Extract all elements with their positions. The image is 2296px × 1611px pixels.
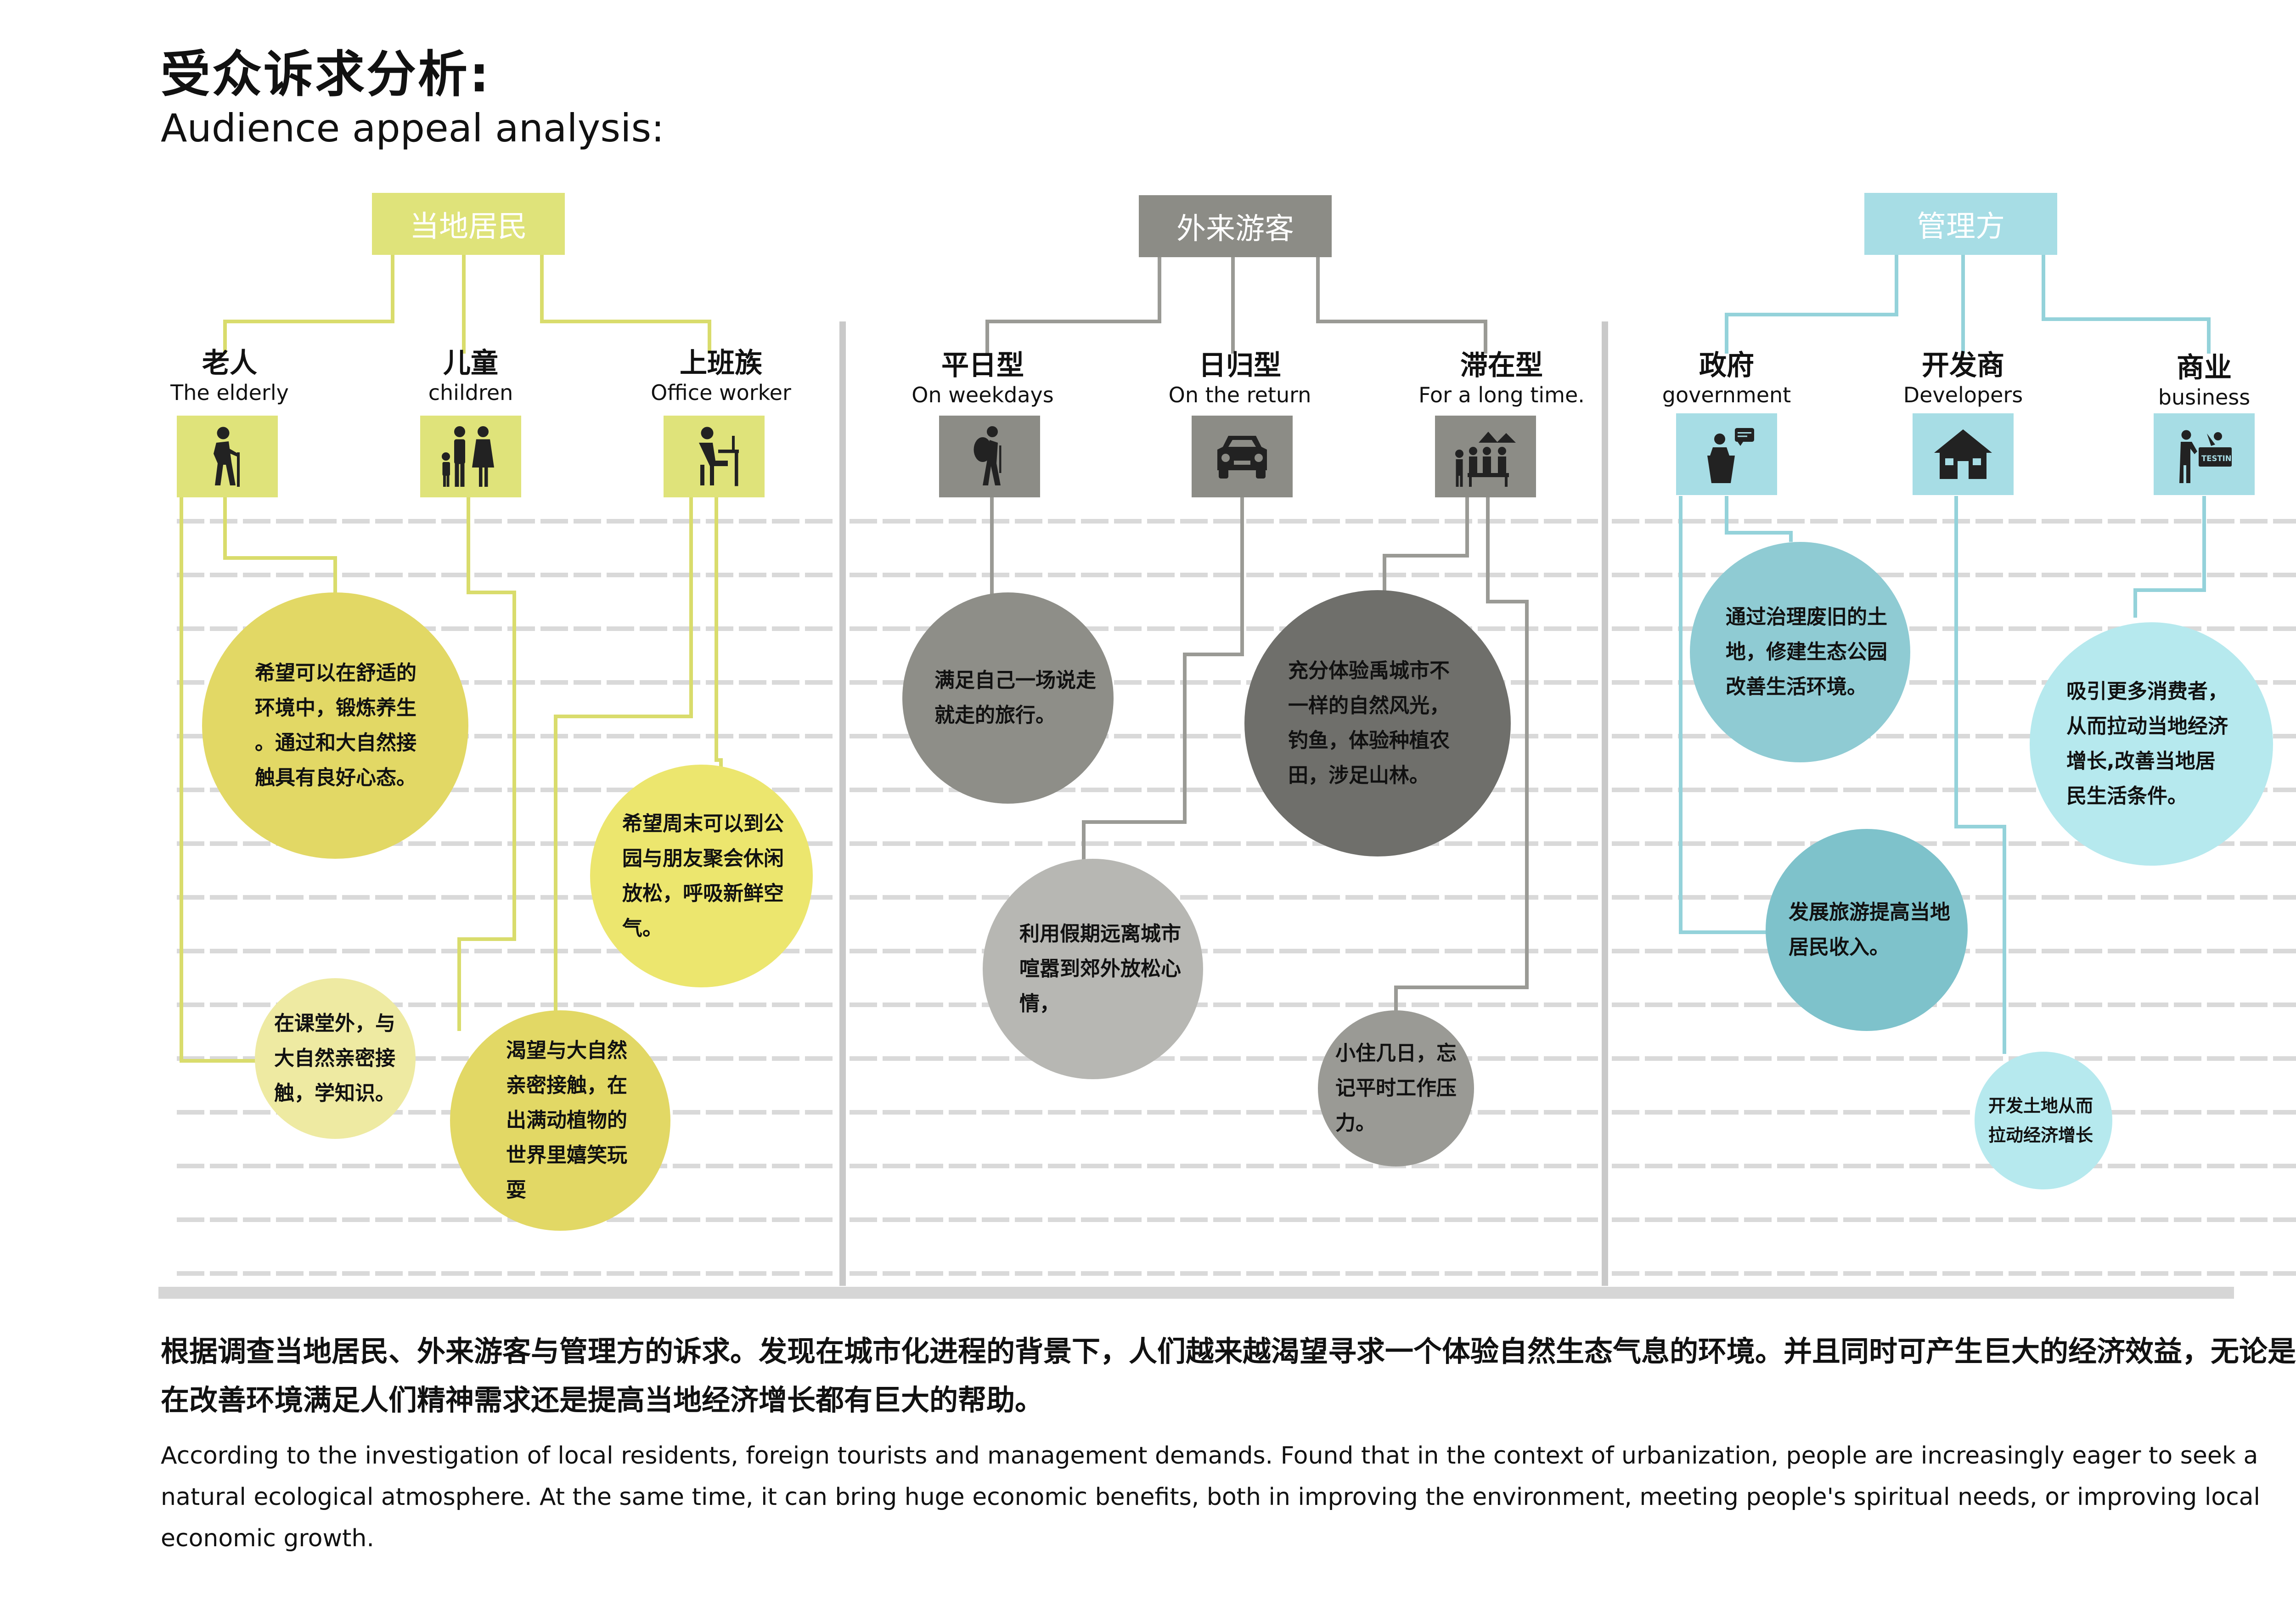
bubble-long-time-2: 小住几日，忘 记平时工作压 力。 xyxy=(1318,1010,1474,1166)
bubble-return: 利用假期远离城市 喧嚣到郊外放松心 情， xyxy=(983,859,1203,1079)
speaker-at-podium-icon xyxy=(1676,413,1777,495)
subgroup-label-cn: 滞在型 xyxy=(1460,349,1543,382)
subgroup-label-cn: 平日型 xyxy=(941,349,1024,382)
subgroup-label-en: Developers xyxy=(1903,383,2023,407)
subgroup-label-en: business xyxy=(2158,385,2251,410)
group-with-tents-icon xyxy=(1435,416,1536,497)
bubble-text: 充分体验禹城市不 一样的自然风光， 钓鱼，体验种植农 田，涉足山林。 xyxy=(1288,659,1450,787)
subgroup-label-en: Office worker xyxy=(651,380,791,405)
residents-connectors xyxy=(180,255,723,1063)
bubble-text: 在课堂外，与 大自然亲密接 触，学知识。 xyxy=(274,1012,395,1105)
subgroup-label-cn: 老人 xyxy=(202,347,257,379)
page-title-cn: 受众诉求分析: xyxy=(161,46,491,103)
subgroup-government: 政府 government xyxy=(1616,349,1837,408)
subgroup-label-en: For a long time. xyxy=(1418,383,1585,407)
subgroup-label-en: The elderly xyxy=(170,380,289,405)
summary-cn: 根据调查当地居民、外来游客与管理方的诉求。发现在城市化进程的背景下，人们越来越渴… xyxy=(161,1335,2296,1417)
bubble-developers: 发展旅游提高当地 居民收入。 xyxy=(1766,829,1968,1031)
visitors-connectors xyxy=(985,255,1529,1020)
family-with-children-icon xyxy=(420,416,521,497)
bubble-text: 利用假期远离城市 喧嚣到郊外放松心 情， xyxy=(1019,922,1181,1015)
bubble-elderly: 希望可以在舒适的 环境中，锻炼养生 。通过和大自然接 触具有良好心态。 xyxy=(202,592,468,859)
managers-connectors xyxy=(1679,255,2211,1054)
bubble-business: 吸引更多消费者， 从而拉动当地经济 增长,改善当地居 民生活条件。 xyxy=(2030,622,2273,866)
bubble-text: 希望周末可以到公 园与朋友聚会休闲 放松，呼吸新鲜空 气。 xyxy=(622,811,784,940)
summary-en: According to the investigation of local … xyxy=(161,1442,2260,1552)
subgroup-developers: 开发商 Developers xyxy=(1853,349,2073,408)
subgroup-label-cn: 儿童 xyxy=(443,347,498,379)
subgroup-business: 商业 business xyxy=(2094,351,2296,410)
bubble-long-time: 充分体验禹城市不 一样的自然风光， 钓鱼，体验种植农 田，涉足山林。 xyxy=(1244,590,1511,856)
bubble-text: 通过治理废旧的土 地，修建生态公园 改善生活环境。 xyxy=(1726,605,1887,698)
bubble-text: 小住几日，忘 记平时工作压 力。 xyxy=(1335,1042,1457,1135)
subgroup-label-cn: 日归型 xyxy=(1199,349,1281,382)
car-icon xyxy=(1192,416,1293,497)
subgroup-long-time: 滞在型 For a long time. xyxy=(1391,349,1612,408)
subgroup-elderly: 老人 The elderly xyxy=(119,347,340,406)
category-local-residents: 当地居民 xyxy=(372,193,565,255)
subgroup-weekdays: 平日型 On weekdays xyxy=(872,349,1093,408)
subgroup-label-cn: 开发商 xyxy=(1922,349,2004,382)
bubble-text: 渴望与大自然 亲密接触，在 出满动植物的 世界里嬉笑玩 耍 xyxy=(506,1039,627,1202)
subgroup-office-worker: 上班族 Office worker xyxy=(611,347,831,406)
bubble-office-worker: 希望周末可以到公 园与朋友聚会休闲 放松，呼吸新鲜空 气。 xyxy=(590,765,813,987)
bubble-children-2: 渴望与大自然 亲密接触，在 出满动植物的 世界里嬉笑玩 耍 xyxy=(450,1010,670,1231)
bubble-text: 吸引更多消费者， 从而拉动当地经济 增长,改善当地居 民生活条件。 xyxy=(2066,680,2228,808)
bubble-text: 发展旅游提高当地 居民收入。 xyxy=(1789,901,1950,959)
subgroup-label-en: On weekdays xyxy=(912,383,1054,407)
bubble-weekdays: 满足自己一场说走 就走的旅行。 xyxy=(902,592,1114,804)
bubble-text: 开发土地从而 拉动经济增长 xyxy=(1988,1096,2093,1145)
bubble-text: 满足自己一场说走 就走的旅行。 xyxy=(934,669,1096,727)
subgroup-label-cn: 商业 xyxy=(2177,352,2232,384)
office-worker-at-desk-icon xyxy=(664,416,765,497)
subgroup-return: 日归型 On the return xyxy=(1130,349,1350,408)
bubble-developers-2: 开发土地从而 拉动经济增长 xyxy=(1975,1052,2112,1189)
subgroup-children: 儿童 children xyxy=(360,347,581,406)
subgroup-label-en: government xyxy=(1662,383,1791,407)
subgroup-label-cn: 政府 xyxy=(1699,349,1754,382)
presenter-testing-icon: TESTING xyxy=(2154,413,2255,495)
subgroup-label-en: On the return xyxy=(1168,383,1311,407)
subgroup-label-en: children xyxy=(428,380,513,405)
page-title-en: Audience appeal analysis: xyxy=(161,106,664,151)
hiker-with-backpack-icon xyxy=(939,416,1040,497)
bubble-children: 在课堂外，与 大自然亲密接 触，学知识。 xyxy=(255,978,416,1139)
bubble-government: 通过治理废旧的土 地，修建生态公园 改善生活环境。 xyxy=(1690,542,1910,762)
house-icon xyxy=(1913,413,2014,495)
elderly-person-with-cane-icon xyxy=(177,416,278,497)
category-visitors: 外来游客 xyxy=(1139,195,1332,257)
bubble-text: 希望可以在舒适的 环境中，锻炼养生 。通过和大自然接 触具有良好心态。 xyxy=(255,661,416,789)
subgroup-label-cn: 上班族 xyxy=(680,347,762,379)
category-managers: 管理方 xyxy=(1864,193,2057,255)
testing-label: TESTING xyxy=(2201,454,2238,463)
